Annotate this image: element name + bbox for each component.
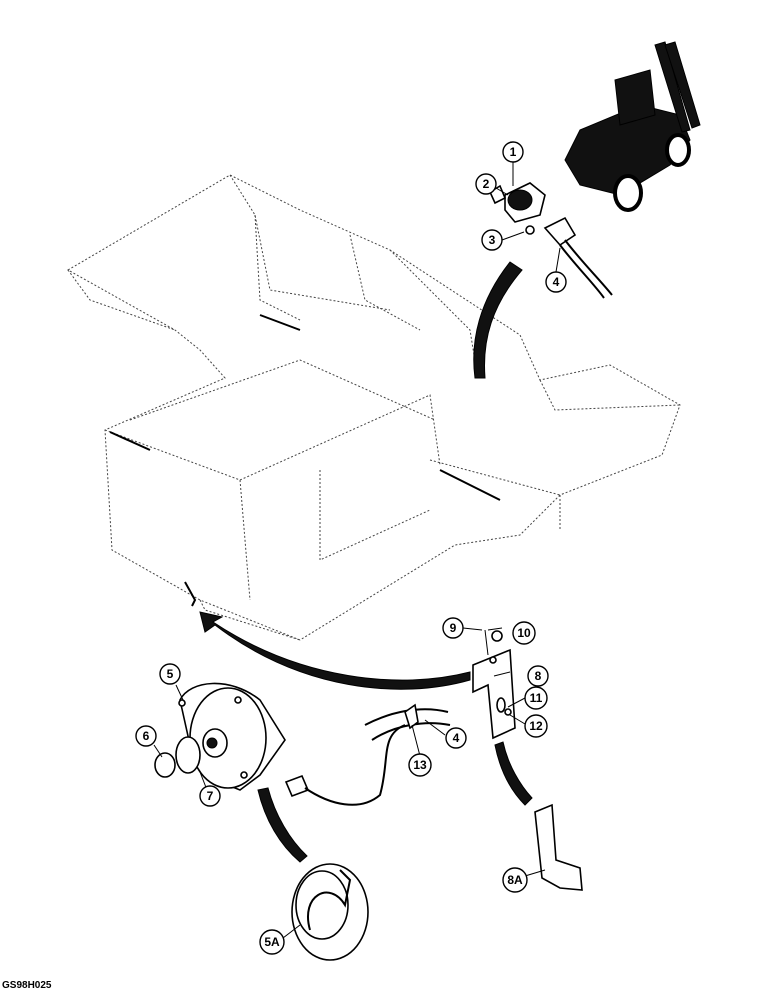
callout-8a: 8A — [502, 867, 528, 893]
svg-text:11: 11 — [530, 691, 543, 705]
callout-11: 11 — [524, 686, 548, 710]
callout-10: 10 — [512, 621, 536, 645]
svg-text:10: 10 — [517, 626, 531, 640]
svg-text:3: 3 — [489, 233, 496, 247]
callout-2: 2 — [475, 173, 497, 195]
callout-1: 1 — [502, 141, 524, 163]
bracket-icon — [472, 629, 516, 740]
callout-12: 12 — [524, 714, 548, 738]
reference-arrows — [199, 261, 533, 863]
machine-frame — [66, 174, 681, 641]
callout-9: 9 — [442, 617, 464, 639]
horn-icon — [154, 682, 310, 798]
callout-3: 3 — [481, 229, 503, 251]
figure-reference-code: GS98H025 — [2, 980, 52, 991]
callout-13: 13 — [408, 753, 432, 777]
callout-7: 7 — [199, 785, 221, 807]
callout-5a: 5A — [259, 929, 285, 955]
svg-text:7: 7 — [207, 789, 214, 803]
svg-text:12: 12 — [529, 719, 543, 733]
svg-text:1: 1 — [510, 145, 517, 159]
callout-6: 6 — [135, 725, 157, 747]
svg-text:2: 2 — [483, 177, 490, 191]
svg-text:6: 6 — [143, 729, 150, 743]
svg-text:5: 5 — [167, 667, 174, 681]
svg-text:13: 13 — [413, 758, 427, 772]
callout-8: 8 — [527, 665, 549, 687]
forklift-icon — [564, 41, 701, 212]
detail-5a — [291, 863, 369, 961]
svg-text:8: 8 — [535, 669, 542, 683]
svg-text:4: 4 — [453, 731, 460, 745]
callout-4-bottom: 4 — [445, 727, 467, 749]
svg-text:5A: 5A — [264, 935, 280, 949]
switch-icon — [488, 182, 613, 299]
svg-text:4: 4 — [553, 275, 560, 289]
detail-8a — [534, 803, 583, 891]
svg-text:8A: 8A — [507, 873, 523, 887]
callout-4-top: 4 — [545, 271, 567, 293]
svg-text:9: 9 — [450, 621, 457, 635]
leader-lines — [153, 162, 561, 939]
callout-5: 5 — [159, 663, 181, 685]
